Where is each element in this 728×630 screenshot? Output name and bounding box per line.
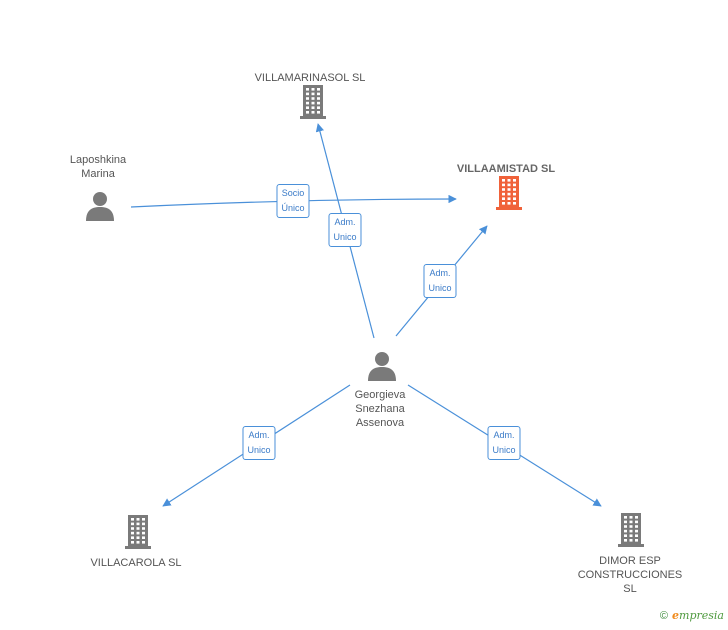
person-icon[interactable] xyxy=(85,191,115,226)
node-label-dimor[interactable]: DIMOR ESP CONSTRUCCIONES SL xyxy=(577,555,683,595)
person-icon[interactable] xyxy=(367,351,397,386)
footer-brand: © empresia xyxy=(660,609,724,622)
building-icon[interactable] xyxy=(122,515,154,554)
building-icon[interactable] xyxy=(493,176,525,215)
edge-label-georgieva-dimor[interactable]: Adm. Unico xyxy=(487,426,521,460)
edge-label-georgieva-villaamistad[interactable]: Adm. Unico xyxy=(423,264,457,298)
building-icon[interactable] xyxy=(615,513,647,552)
edge-label-georgieva-villamarinasol[interactable]: Adm. Unico xyxy=(328,213,362,247)
node-label-villacarola[interactable]: VILLACAROLA SL xyxy=(90,557,182,569)
node-label-georgieva[interactable]: Georgieva Snezhana Assenova xyxy=(354,389,406,429)
edge-label-georgieva-villacarola[interactable]: Adm. Unico xyxy=(242,426,276,460)
node-label-villamarinasol[interactable]: VILLAMARINASOL SL xyxy=(254,72,366,84)
copyright-symbol: © xyxy=(659,609,669,622)
empresia-logo[interactable]: empresia xyxy=(672,609,724,622)
edge-label-laposhkina-villaamistad[interactable]: Socio Único xyxy=(276,184,310,218)
node-label-villaamistad[interactable]: VILLAAMISTAD SL xyxy=(456,163,556,175)
node-label-laposhkina[interactable]: Laposhkina Marina xyxy=(69,154,127,180)
building-icon[interactable] xyxy=(297,85,329,124)
